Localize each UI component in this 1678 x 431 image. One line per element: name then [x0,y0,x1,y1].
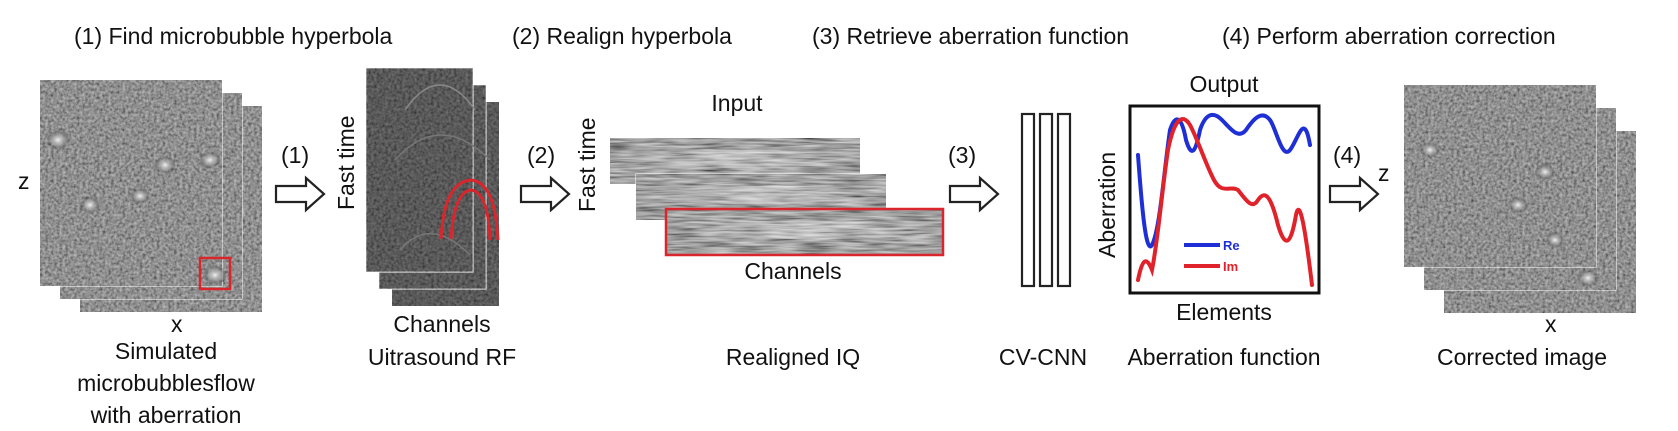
panel5-x-axis-label: Elements [1176,299,1272,325]
legend-re-label: Re [1223,238,1240,253]
cnn-layer [1056,112,1072,288]
im-curve [1136,117,1314,287]
realigned-iq-stack [610,138,945,257]
arrow-step-1 [274,176,326,212]
iq-strip [665,208,944,256]
hyperbola-highlight [439,178,500,241]
step-2-title: (2) Realign hyperbola [512,23,732,49]
panel6-x-axis-label: x [1545,311,1557,337]
arrow-4-marker: (4) [1333,142,1362,168]
cnn-layer [1038,112,1054,288]
step-1-title: (1) Find microbubble hyperbola [74,23,393,49]
simulated-frame [39,79,223,287]
panel2-x-axis-label: Channels [393,311,491,337]
cnn-layer [1020,112,1036,288]
simulated-image-stack [39,79,262,312]
panel4-caption: CV-CNN [998,344,1088,370]
panel6-caption: Corrected image [1436,344,1608,370]
rf-frame [365,67,491,273]
panel1-caption-line-1: Simulated [114,338,218,364]
panel1-x-axis-label: x [171,311,183,337]
panel3-input-label: Input [711,90,763,116]
arrow-1-marker: (1) [281,142,310,168]
microbubble-highlight-box [198,256,232,291]
arrow-3-marker: (3) [948,142,977,168]
panel5-y-axis-label: Aberration [1094,151,1120,258]
panel2-caption: Uitrasound RF [367,344,517,370]
panel5-output-label: Output [1189,71,1259,97]
selected-strip-highlight [664,207,945,257]
arrow-step-4 [1328,176,1380,212]
panel2-y-axis-label: Fast time [333,115,359,210]
legend-im-label: Im [1223,259,1239,274]
panel1-caption-line-2: microbubblesflow [77,370,255,396]
step-3-title: (3) Retrieve aberration function [812,23,1130,49]
panel3-y-axis-label: Fast time [574,117,600,212]
step-4-title: (4) Perform aberration correction [1222,23,1556,49]
arrow-2-marker: (2) [527,142,556,168]
panel3-x-axis-label: Channels [744,258,842,284]
corrected-image-stack [1403,84,1636,313]
panel6-z-axis-label: z [1378,160,1390,186]
corrected-frame [1403,84,1597,268]
panel1-caption-line-3: with aberration [90,402,242,428]
panel5-caption: Aberration function [1127,344,1321,370]
cnn-layers [1020,112,1072,288]
arrow-step-3 [948,176,1000,212]
panel1-z-axis-label: z [18,168,30,194]
panel3-caption: Realigned IQ [725,344,861,370]
aberration-plot [1128,104,1321,295]
arrow-step-2 [519,176,571,212]
rf-data-stack [365,67,500,306]
